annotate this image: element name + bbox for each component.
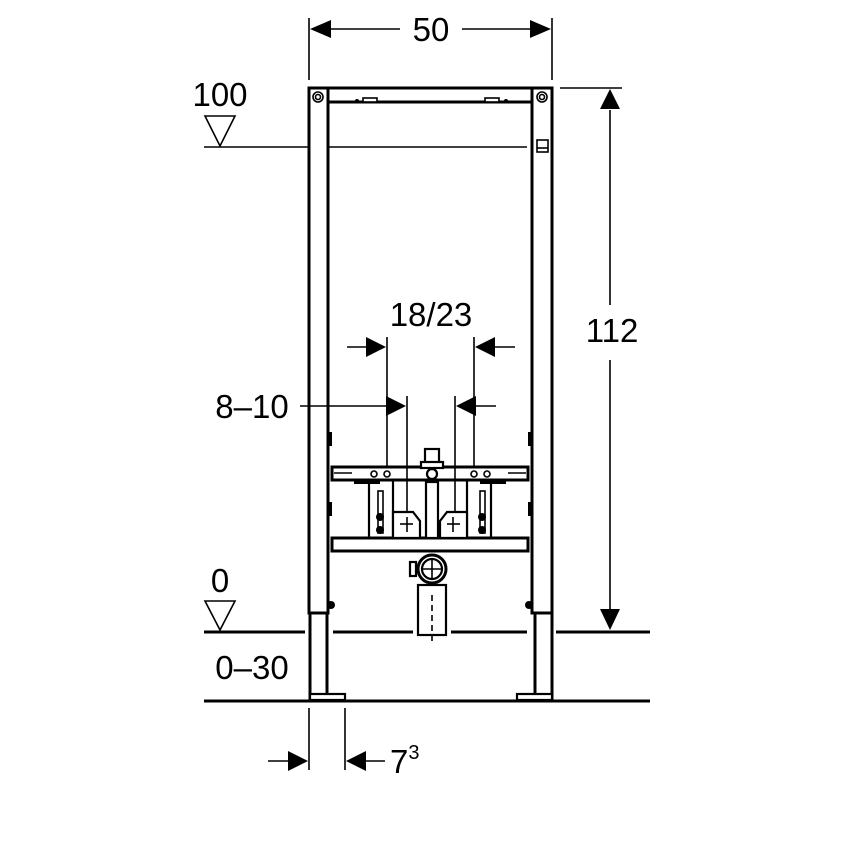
level-0-label: 0: [211, 562, 229, 599]
spacing-outer-label: 18/23: [390, 296, 473, 333]
installation-frame: [307, 86, 554, 702]
width-dimension: 50: [308, 11, 553, 80]
arrow-down-icon: [600, 609, 620, 630]
logo-plate-icon: [536, 139, 549, 153]
floor-adjust-marker: 0–30: [204, 649, 650, 703]
level-0-marker: 0: [203, 562, 650, 634]
arrow-up-icon: [600, 89, 620, 109]
level-100-marker: 100: [192, 76, 527, 148]
arrow-right-icon: [366, 337, 386, 357]
spacing-inner-label: 8–10: [215, 388, 288, 425]
connection-spacing-outer-dimension: 18/23: [347, 296, 515, 468]
level-100-label: 100: [192, 76, 247, 113]
arrow-left-icon: [475, 337, 495, 357]
foot-plate: [515, 692, 554, 702]
arrow-right-icon: [386, 396, 406, 416]
foot-plate: [308, 692, 347, 702]
foot-width-label: 73: [390, 742, 419, 780]
floor-adjust-label: 0–30: [215, 649, 288, 686]
level-triangle-icon: [203, 115, 237, 148]
width-label: 50: [413, 11, 450, 48]
foot-width-dimension: 73: [268, 708, 419, 780]
level-triangle-icon: [203, 600, 237, 632]
arrow-left-icon: [346, 751, 366, 771]
mounting-hole-icon: [536, 91, 548, 103]
arrow-right-icon: [530, 20, 551, 38]
height-dimension: 112: [560, 87, 639, 630]
mounting-hole-icon: [312, 91, 324, 103]
arrow-left-icon: [456, 396, 476, 416]
arrow-right-icon: [288, 751, 308, 771]
arrow-left-icon: [310, 20, 331, 38]
height-label: 112: [586, 312, 639, 349]
connection-spacing-inner-dimension: 8–10: [215, 388, 496, 512]
